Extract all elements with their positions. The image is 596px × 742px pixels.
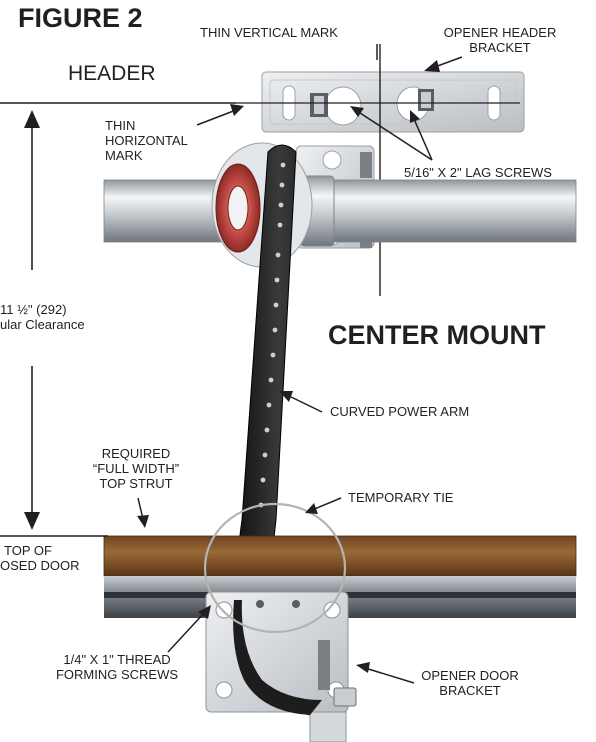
opener-header-bracket-line1: OPENER HEADER bbox=[443, 25, 557, 40]
opener-door-bracket-arrow bbox=[356, 662, 415, 684]
thin-vertical-mark-label: THIN VERTICAL MARK bbox=[200, 25, 338, 40]
top-of-door-line1: TOP OF bbox=[4, 543, 52, 558]
header-label: HEADER bbox=[68, 62, 156, 85]
temporary-tie-arrow bbox=[305, 497, 342, 514]
opener-door-bracket-label: OPENER DOOR BRACKET bbox=[410, 668, 530, 698]
required-strut-line3: TOP STRUT bbox=[99, 476, 173, 491]
top-strut-arrow bbox=[137, 497, 149, 528]
opener-header-bracket-line2: BRACKET bbox=[469, 40, 531, 55]
opener-door-bracket-line2: BRACKET bbox=[439, 683, 501, 698]
figure-title: FIGURE 2 bbox=[18, 3, 143, 33]
center-mount-title: CENTER MOUNT bbox=[328, 320, 546, 350]
temporary-tie-label: TEMPORARY TIE bbox=[348, 490, 454, 505]
required-strut-line2: “FULL WIDTH” bbox=[92, 461, 180, 476]
thin-horizontal-mark-line2: HORIZONTAL bbox=[105, 133, 188, 148]
curved-power-arm-label: CURVED POWER ARM bbox=[330, 404, 470, 419]
thin-horizontal-mark-label: THIN HORIZONTAL MARK bbox=[105, 118, 188, 163]
thread-forming-screws-label: 1/4" X 1" THREAD FORMING SCREWS bbox=[42, 652, 192, 682]
opener-header-bracket-arrow bbox=[424, 56, 463, 72]
opener-door-bracket-line1: OPENER DOOR bbox=[421, 668, 519, 683]
opener-header-bracket bbox=[261, 71, 525, 133]
opener-header-bracket-label: OPENER HEADER BRACKET bbox=[420, 25, 580, 55]
lag-screw-left bbox=[310, 93, 328, 117]
curved-power-arm-arrow bbox=[279, 391, 323, 413]
temporary-tie-loop bbox=[203, 502, 347, 634]
power-arm-foot bbox=[233, 600, 322, 715]
lag-screw-right bbox=[418, 89, 434, 111]
thin-horizontal-mark-line3: MARK bbox=[105, 148, 143, 163]
clearance-line2: ular Clearance bbox=[0, 317, 85, 332]
clearance-dimension bbox=[24, 110, 40, 530]
thread-forming-screws-line2: FORMING SCREWS bbox=[55, 667, 179, 682]
clearance-line1: 11 ½" (292) bbox=[0, 302, 67, 317]
thin-horizontal-mark-line1: THIN bbox=[105, 118, 136, 133]
top-of-door-label: TOP OF OSED DOOR bbox=[0, 543, 100, 573]
thread-forming-screws-line1: 1/4" X 1" THREAD bbox=[63, 652, 171, 667]
top-of-door-line2: OSED DOOR bbox=[0, 558, 80, 573]
required-strut-label: REQUIRED “FULL WIDTH” TOP STRUT bbox=[76, 446, 196, 491]
thin-horizontal-mark-arrow bbox=[196, 104, 244, 126]
torsion-tube bbox=[103, 175, 577, 247]
required-strut-line1: REQUIRED bbox=[101, 446, 171, 461]
thread-forming-screws-arrow bbox=[167, 605, 211, 653]
lag-screws-label: 5/16" X 2" LAG SCREWS bbox=[404, 165, 552, 180]
clearance-label: 11 ½" (292) ular Clearance bbox=[0, 302, 110, 332]
lag-screws-arrows bbox=[350, 106, 433, 161]
